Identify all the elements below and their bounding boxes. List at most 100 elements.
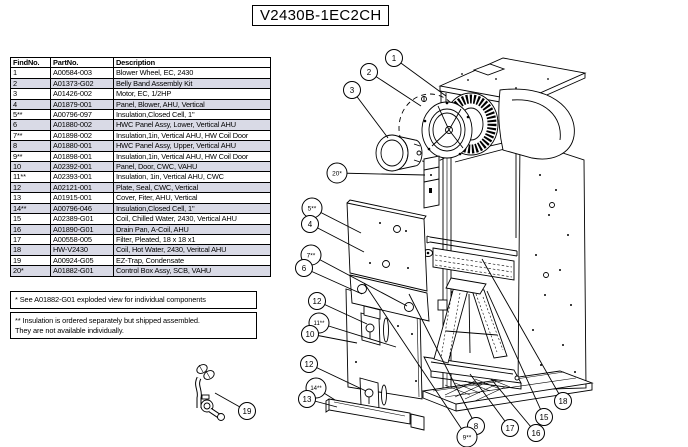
svg-text:19: 19: [243, 407, 252, 416]
callout-leader-line: [308, 363, 367, 392]
callout-leader-line: [469, 373, 511, 429]
svg-text:12: 12: [313, 297, 322, 306]
svg-text:13: 13: [303, 395, 312, 404]
callout-13: 13: [298, 390, 316, 408]
callout-leader-line: [481, 258, 564, 402]
table-cell: Insulation,1in, Vertical AHU, HW Coil Do…: [113, 129, 271, 142]
note-single-asterisk: * See A01882-G01 exploded view for indiv…: [10, 291, 257, 309]
svg-text:17: 17: [506, 424, 515, 433]
table-cell: Insulation,1in, Vertical AHU, HW Coil Do…: [113, 150, 271, 163]
callout-3: 3: [343, 81, 361, 99]
callout-2: 2: [360, 63, 378, 81]
table-cell: Belly Band Assembly Kit: [113, 77, 271, 90]
table-cell: Blower Wheel, EC, 2430: [113, 67, 271, 79]
table-cell: HWC Panel Assy, Lower, Vertical AHU: [113, 119, 271, 131]
svg-text:5**: 5**: [308, 205, 317, 212]
svg-text:8: 8: [474, 422, 479, 431]
table-cell: Panel, Door, CWC, VAHU: [113, 161, 271, 173]
svg-text:7**: 7**: [307, 252, 316, 259]
callout-leader-line: [310, 254, 408, 307]
callout-18: 18: [554, 392, 572, 410]
blower-housing-drawing: [498, 88, 575, 160]
callout-leader-line: [393, 57, 447, 97]
svg-text:3: 3: [350, 86, 355, 95]
control-box-drawing: [423, 155, 440, 209]
callout-19: 19: [238, 402, 256, 420]
callout-leader-line: [318, 322, 397, 348]
callout-leader-line: [490, 378, 537, 434]
callout-leader-line: [363, 282, 468, 438]
callout-15: 15: [535, 408, 553, 426]
table-cell: HWC Panel Assy, Upper, Vertical AHU: [113, 140, 271, 152]
ez-trap-drawing: [195, 364, 225, 421]
inlet-ring-drawing: [421, 101, 473, 159]
table-cell: Cover, Fiter, AHU, Vertical: [113, 192, 271, 204]
cabinet-drawing: [437, 91, 587, 392]
blower-panel-drawing: [346, 199, 428, 292]
table-cell: Insulation, 1in, Vertical AHU, CWC: [113, 171, 271, 183]
callout-leader-line: [336, 172, 426, 176]
callout-6: 6: [295, 259, 313, 277]
callout-16: 16: [527, 424, 545, 442]
motor-drawing: [375, 134, 423, 172]
chilled-water-coil-drawing: [433, 277, 508, 364]
table-cell: Panel, Blower, AHU, Vertical: [113, 98, 271, 111]
svg-text:6: 6: [302, 264, 307, 273]
callout-20s: 20*: [326, 162, 348, 184]
callout-leader-line: [486, 290, 545, 418]
model-number: V2430B-1EC2CH: [260, 7, 382, 24]
callout-10: 10: [301, 325, 319, 343]
callout-leader-line: [316, 300, 368, 325]
callout-leader-line: [368, 71, 422, 107]
svg-text:1: 1: [392, 54, 397, 63]
callout-leader-line: [351, 89, 389, 139]
table-cell: Filter, Pleated, 18 x 18 x1: [113, 233, 271, 246]
callout-17: 17: [501, 419, 519, 437]
svg-text:16: 16: [532, 429, 541, 438]
svg-text:18: 18: [559, 397, 568, 406]
callout-4: 4: [301, 215, 319, 233]
svg-text:10: 10: [306, 330, 315, 339]
table-cell: Control Box Assy, SCB, VAHU: [113, 265, 271, 277]
table-cell: Insulation,Closed Cell, 1": [113, 109, 271, 121]
svg-text:4: 4: [308, 220, 313, 229]
callout-leader-line: [303, 267, 363, 295]
svg-text:14**: 14**: [310, 386, 322, 392]
hot-water-coil-drawing: [423, 235, 518, 281]
table-cell: Coil, Hot Water, 2430, Veritcal AHU: [113, 244, 271, 256]
table-cell: Plate, Seal, CWC, Vertical: [113, 181, 271, 194]
filter-cover-rail-drawing: [325, 398, 425, 431]
seal-plates-drawing: [359, 312, 389, 411]
callout-layer: 12320*5**47**61211**101214**131989**1716…: [214, 49, 572, 447]
callout-leader-line: [408, 293, 477, 427]
callout-leader-line: [309, 223, 365, 253]
table-cell: Insulation,Closed Cell, 1": [113, 202, 271, 215]
callout-9ss: 9**: [456, 426, 478, 447]
model-title-box: V2430B-1EC2CH: [252, 5, 390, 26]
svg-text:12: 12: [305, 360, 314, 369]
svg-text:11**: 11**: [314, 321, 326, 327]
svg-text:2: 2: [367, 68, 372, 77]
table-cell: Coil, Chilled Water, 2430, Vertical AHU: [113, 213, 271, 225]
svg-text:15: 15: [540, 413, 549, 422]
note-double-asterisk: ** Insulation is ordered separately but …: [10, 312, 257, 340]
